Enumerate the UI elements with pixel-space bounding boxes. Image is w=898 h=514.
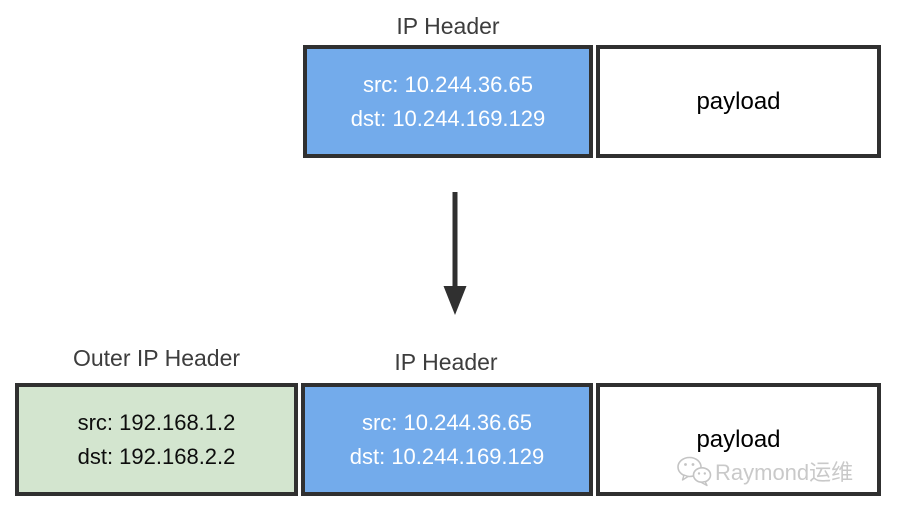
down-arrow-icon (443, 192, 467, 315)
bottom-ip-header-label: IP Header (394, 349, 498, 375)
bottom-inner-ip-header-cell: src: 10.244.36.65 dst: 10.244.169.129 (301, 383, 593, 496)
watermark-text: Raymond运维 (715, 460, 854, 485)
encapsulated-packet: src: 192.168.1.2 dst: 192.168.2.2 src: 1… (15, 383, 881, 496)
top-payload-label: payload (696, 87, 781, 115)
outer-ip-header-label: Outer IP Header (72, 345, 241, 371)
bottom-payload-cell: payload (596, 383, 881, 496)
outer-dst-address: dst: 192.168.2.2 (77, 443, 236, 469)
original-packet: src: 10.244.36.65 dst: 10.244.169.129 pa… (303, 45, 881, 158)
top-ip-header-label: IP Header (396, 13, 500, 39)
outer-ip-header-cell: src: 192.168.1.2 dst: 192.168.2.2 (15, 383, 298, 496)
top-inner-ip-header-cell: src: 10.244.36.65 dst: 10.244.169.129 (303, 45, 593, 158)
top-dst-address: dst: 10.244.169.129 (350, 105, 546, 131)
top-payload-cell: payload (596, 45, 881, 158)
bottom-src-address: src: 10.244.36.65 (361, 409, 532, 435)
outer-src-address: src: 192.168.1.2 (77, 409, 236, 435)
bottom-payload-label: payload (696, 425, 781, 453)
wechat-icon (677, 456, 712, 487)
watermark: Raymond运维 (676, 454, 853, 488)
top-src-address: src: 10.244.36.65 (362, 71, 533, 97)
bottom-dst-address: dst: 10.244.169.129 (349, 443, 545, 469)
